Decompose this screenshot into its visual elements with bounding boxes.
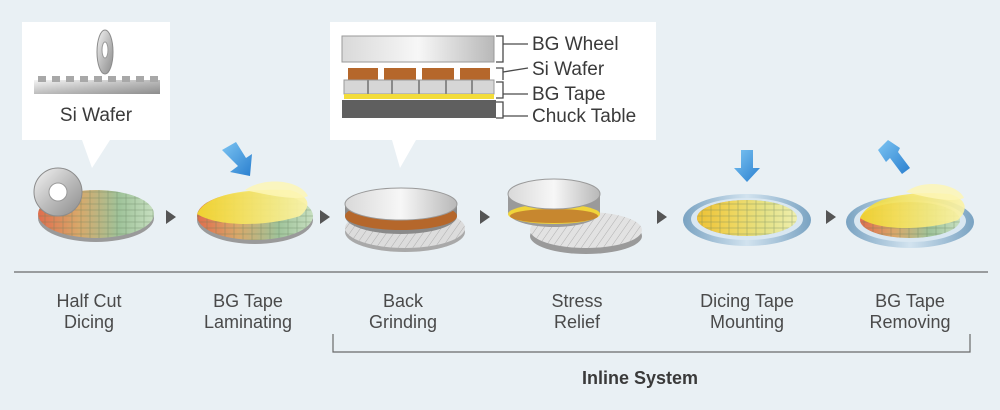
step-label-line: Back — [382, 291, 424, 311]
bg-wheel-layer — [341, 35, 495, 63]
step-label-line: BG Tape — [875, 291, 945, 311]
flow-arrow-icon — [166, 210, 176, 224]
step-label-back-grinding: Back Grinding — [333, 291, 473, 333]
chip-layer — [460, 68, 490, 80]
cross-section-icon — [341, 35, 496, 118]
step-label-line: Grinding — [368, 312, 438, 332]
label-chuck-table: Chuck Table — [532, 106, 636, 127]
callout-half-cut: Si Wafer — [22, 22, 170, 168]
step-label-line: Mounting — [709, 312, 785, 332]
dicing-blade-icon — [96, 29, 114, 75]
step-label-dicing-tape-mounting: Dicing Tape Mounting — [677, 291, 817, 333]
inline-system-bracket — [332, 334, 971, 353]
step-label-line: Removing — [869, 312, 951, 332]
dicing-blade-icon — [33, 167, 83, 217]
flow-arrow-icon — [826, 210, 836, 224]
cut-wafer-icon — [34, 76, 160, 94]
step-label-line: Laminating — [203, 312, 293, 332]
down-arrow-icon — [222, 142, 252, 176]
down-arrow-icon — [734, 150, 760, 182]
flow-arrow-icon — [480, 210, 490, 224]
step-illustration-stress-relief — [507, 178, 642, 254]
step-label-line: Dicing Tape — [700, 291, 794, 311]
step-illustration-half-cut-dicing — [33, 167, 154, 242]
step-label-stress-relief: Stress Relief — [507, 291, 647, 333]
step-label-line: Stress — [551, 291, 603, 311]
callout-back-grinding: BG Wheel Si Wafer BG Tape Chuck Table — [330, 22, 656, 168]
step-label-line: Dicing — [63, 312, 115, 332]
label-si-wafer: Si Wafer — [532, 59, 605, 80]
chuck-table-layer — [342, 100, 496, 118]
step-label-bg-tape-removing: BG Tape Removing — [840, 291, 980, 333]
step-label-line: BG Tape — [213, 291, 283, 311]
flow-arrow-icon — [657, 210, 667, 224]
label-bg-wheel: BG Wheel — [532, 34, 619, 55]
flow-arrow-icon — [320, 210, 330, 224]
inline-system-label: Inline System — [581, 368, 699, 388]
step-label-bg-tape-laminating: BG Tape Laminating — [178, 291, 318, 333]
bg-tape-layer — [344, 94, 494, 99]
step-label-line: Half Cut — [56, 291, 122, 311]
callout-leader-lines — [496, 35, 529, 119]
up-arrow-icon — [878, 140, 910, 174]
step-illustration-bg-tape-removing — [846, 140, 974, 248]
label-bg-tape: BG Tape — [532, 84, 606, 105]
step-illustration-bg-tape-laminating — [197, 142, 313, 244]
chip-layer — [348, 68, 378, 80]
chip-layer — [422, 68, 454, 80]
step-illustration-back-grinding — [344, 187, 465, 252]
step-label-line: Relief — [553, 312, 601, 332]
callout-si-wafer-label: Si Wafer — [60, 105, 133, 126]
step-illustration-dicing-tape-mounting — [683, 150, 811, 246]
step-label-half-cut-dicing: Half Cut Dicing — [19, 291, 159, 333]
chip-layer — [384, 68, 416, 80]
